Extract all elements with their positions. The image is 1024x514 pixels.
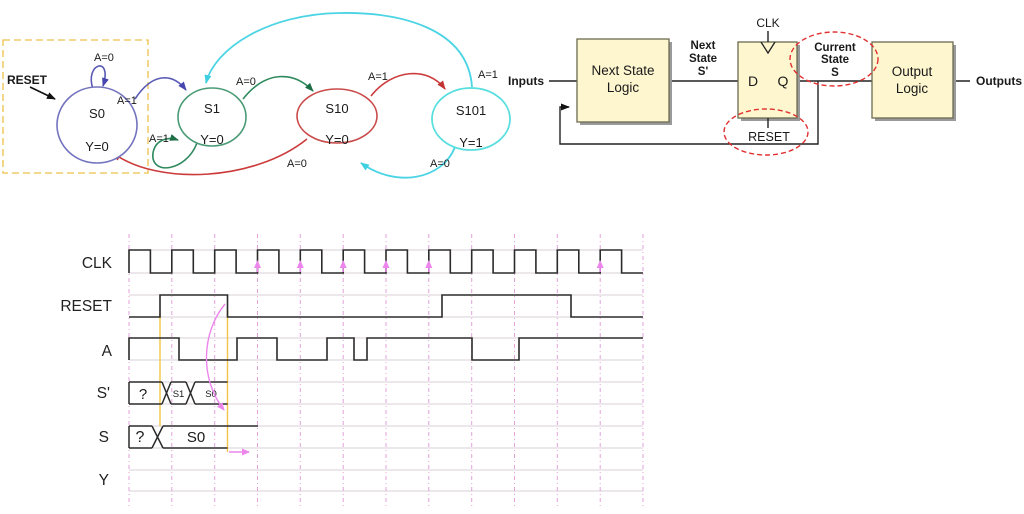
state-s1-name: S1: [204, 101, 220, 116]
timing-diagram: CLK RESET A S' S Y ? S1 S0 ? S0: [60, 234, 644, 506]
state-s101-name: S101: [456, 103, 486, 118]
fsm-reset-label: RESET: [7, 73, 48, 87]
reset-waveform: [129, 294, 643, 318]
state-s0-output: Y=0: [85, 139, 109, 154]
reset-region-dashed-box: [2, 39, 149, 174]
sprime-value-s1: S1: [173, 389, 185, 400]
row-label-y: Y: [99, 472, 109, 489]
dff-reset-label: RESET: [748, 130, 790, 144]
output-logic-line2: Logic: [896, 81, 929, 96]
state-s10-output: Y=0: [325, 132, 349, 147]
current-state-signal-line3: S: [831, 67, 839, 79]
a-waveform: [128, 337, 643, 361]
row-label-sprime: S': [97, 385, 110, 402]
next-state-signal-line3: S': [698, 66, 709, 78]
transition-s10-to-s0: [112, 138, 308, 176]
output-logic-line1: Output: [892, 64, 933, 79]
state-s101-output: Y=1: [459, 135, 483, 150]
current-state-signal-line1: Current: [814, 42, 856, 54]
sprime-value-unknown: ?: [139, 386, 147, 403]
sprime-bus-waveform: ? S1 S0: [128, 381, 228, 405]
current-state-signal-line2: State: [821, 54, 849, 66]
block-diagram: Next State Logic Output Logic D Q Inputs…: [508, 16, 1022, 156]
next-state-logic-line2: Logic: [607, 80, 640, 95]
output-logic-box: [871, 41, 954, 119]
state-s10-circle: [296, 88, 378, 144]
outputs-label: Outputs: [976, 74, 1022, 88]
state-s1-output: Y=0: [200, 132, 224, 147]
s-bus-waveform: ? S0: [128, 425, 258, 449]
timing-gridlines: [128, 234, 644, 506]
dff-q-label: Q: [778, 73, 789, 89]
row-label-a: A: [102, 343, 113, 360]
label-s101-to-s1: A=1: [478, 69, 498, 81]
dff-clk-label: CLK: [756, 16, 779, 30]
label-s1-self: A=1: [149, 133, 169, 145]
state-s101-circle: [431, 87, 511, 151]
clk-waveform: [128, 249, 643, 274]
label-s101-to-s10: A=0: [430, 158, 450, 170]
transition-s101-to-s1: [204, 12, 473, 88]
next-state-logic-line1: Next State: [591, 63, 654, 78]
label-s0-to-s1: A=1: [117, 95, 137, 107]
label-s0-self: A=0: [94, 52, 114, 64]
s-value-s0: S0: [187, 429, 205, 446]
label-s10-to-s0: A=0: [287, 158, 307, 170]
state-s1-circle: [177, 87, 247, 147]
label-s10-to-s101: A=1: [368, 71, 388, 83]
fsm-reset-arrow: [29, 86, 56, 100]
dff-box: [737, 41, 798, 119]
transition-s1-self: [152, 134, 198, 169]
label-s1-to-s10: A=0: [236, 76, 256, 88]
state-diagram: S0 Y=0 S1 Y=0 S10 Y=0 S101 Y=1 A=0 A=1 A…: [2, 12, 511, 179]
sprime-value-s0: S0: [205, 389, 217, 400]
next-state-logic-box: [576, 38, 670, 123]
transition-s10-to-s101: [370, 72, 446, 97]
reset-to-s-curved-arrow: [205, 303, 226, 411]
state-s0-name: S0: [89, 106, 105, 121]
row-label-clk: CLK: [82, 255, 113, 272]
transition-s101-to-s10: [360, 146, 456, 179]
dff-d-label: D: [748, 73, 758, 89]
current-state-annotation-ellipse: [789, 31, 879, 87]
s-value-unknown: ?: [136, 429, 145, 446]
transition-s0-to-s1: [134, 76, 187, 100]
reset-annotation-ellipse: [723, 108, 809, 156]
inputs-label: Inputs: [508, 74, 544, 88]
next-state-signal-line2: State: [689, 53, 717, 65]
state-s0-circle: [56, 86, 138, 164]
transition-s1-to-s10: [242, 75, 314, 100]
state-s10-name: S10: [325, 101, 348, 116]
feedback-wire: [559, 81, 819, 145]
row-label-s: S: [99, 429, 109, 446]
row-label-reset: RESET: [60, 298, 112, 315]
clock-edge-arrows: [254, 260, 604, 272]
transition-s0-self: [90, 65, 109, 90]
clk-edge-triangle-icon: [760, 41, 776, 55]
next-state-signal-line1: Next: [691, 40, 716, 52]
